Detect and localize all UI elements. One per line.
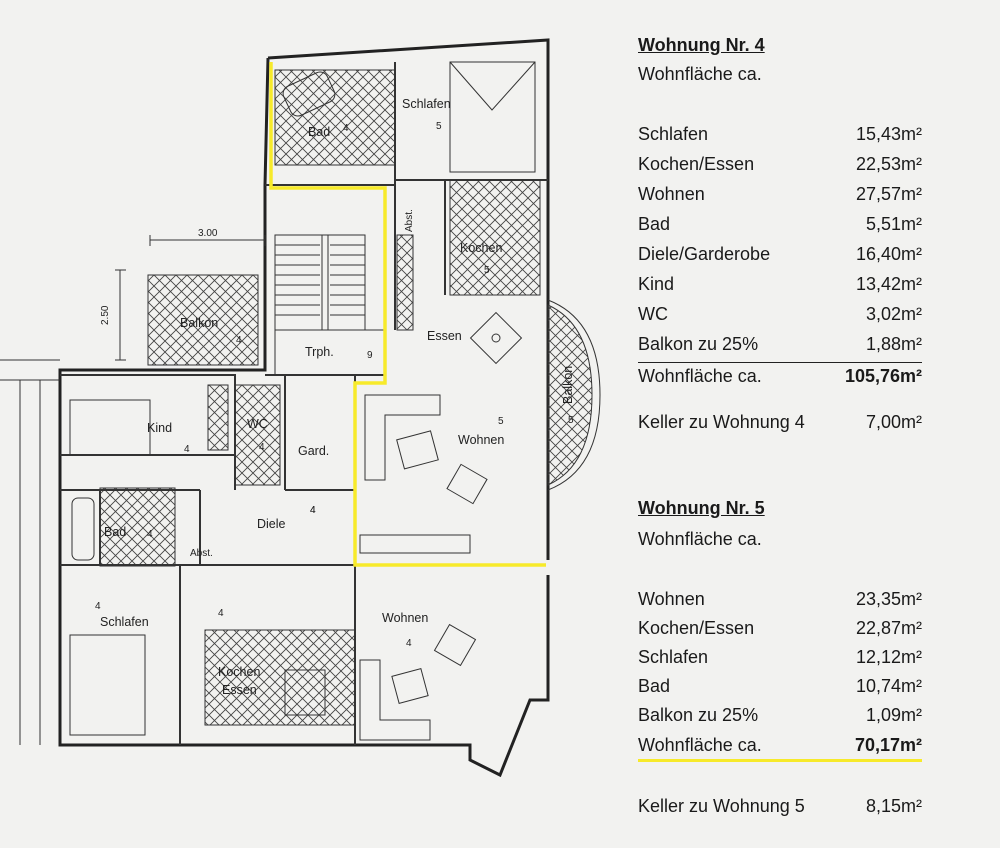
wohnen-4-furniture — [359, 394, 488, 554]
area-row: Balkon zu 25%1,09m² — [638, 705, 922, 725]
room-label-wohnen-4: Wohnen — [458, 433, 504, 447]
room-label-balkon-west: Balkon — [180, 316, 218, 330]
stair-steps — [275, 235, 365, 330]
room-num-kind: 4 — [184, 444, 190, 455]
room-num-trph: 9 — [367, 350, 373, 361]
room-num-bad-5: 4 — [147, 529, 153, 540]
essen-5-table — [284, 669, 326, 716]
staircase — [274, 234, 366, 331]
room-num-schlafen-4: 5 — [436, 121, 442, 132]
wohnung-5-subtitle: Wohnfläche ca. — [638, 529, 762, 549]
dimension-lines — [115, 235, 266, 361]
room-label-essen-4: Essen — [427, 329, 462, 343]
abst-4-tiles — [396, 234, 414, 331]
room-label-kind: Kind — [147, 421, 172, 435]
room-label-diele: Diele — [257, 517, 286, 531]
room-num-kochen-5: 4 — [218, 608, 224, 619]
room-label-trph: Trph. — [305, 345, 334, 359]
bathtubs — [71, 71, 336, 561]
area-row: Balkon zu 25%1,88m² — [638, 334, 922, 354]
room-label-balkon-ost: Balkon — [561, 366, 575, 404]
room-num-balkon-west: 4 — [236, 335, 242, 346]
area-total-row: Wohnfläche ca.70,17m² — [638, 735, 922, 755]
room-num-bad-4: 4 — [343, 123, 349, 134]
wohnung-4-subtitle: Wohnfläche ca. — [638, 64, 762, 84]
dimension-width: 3.00 — [198, 228, 218, 239]
wohnung-5-title: Wohnung Nr. 5 — [638, 498, 765, 518]
room-label-kochen-5: Kochen — [218, 665, 260, 679]
bad-5-tiles — [99, 487, 176, 567]
wohnen-5-furniture — [359, 623, 477, 741]
wohnung-5-total-highlight — [638, 759, 922, 762]
room-num-gard: 4 — [310, 505, 316, 516]
room-label-abst-4: Abst. — [404, 209, 415, 232]
essen-4-table — [469, 311, 523, 365]
kochen-5-tiles — [204, 629, 356, 726]
room-num-wohnen-4: 5 — [498, 416, 504, 427]
bad-4-tiles — [274, 69, 396, 166]
room-num-balkon-ost: 5 — [568, 415, 574, 426]
area-total-row: Wohnfläche ca.105,76m² — [638, 362, 922, 390]
room-label-gard: Gard. — [298, 444, 329, 458]
room-label-bad-4: Bad — [308, 125, 330, 139]
beds — [69, 61, 536, 736]
room-label-abst-5: Abst. — [190, 548, 213, 559]
room-num-wc: 4 — [259, 442, 265, 453]
left-neighbour-wall — [0, 359, 60, 745]
wohnung-4-title: Wohnung Nr. 4 — [638, 35, 765, 55]
room-label-essen-5: Essen — [222, 683, 257, 697]
wohnung-4-boundary — [269, 62, 546, 567]
room-label-schlafen-4: Schlafen — [402, 97, 451, 111]
room-num-wohnen-5: 4 — [406, 638, 412, 649]
floor-plan: 3.00 2.50 Bad 4 Schlafen 5 Abst. Kochen … — [0, 38, 601, 778]
room-num-schlafen-5: 4 — [95, 601, 101, 612]
room-label-kochen-4: Kochen — [460, 241, 502, 255]
room-label-bad-5: Bad — [104, 525, 126, 539]
room-num-kochen-4: 5 — [484, 265, 490, 276]
balkon-ost-outline — [547, 299, 601, 491]
room-label-schlafen-5: Schlafen — [100, 615, 149, 629]
room-num-diele: 4 — [310, 505, 316, 516]
balkon-west-tiles — [147, 274, 259, 366]
room-label-wohnen-5: Wohnen — [382, 611, 428, 625]
kochen-4-tiles — [449, 179, 541, 296]
room-label-wc: WC — [247, 417, 268, 431]
kind-shelf-tiles — [207, 384, 229, 451]
dimension-height: 2.50 — [100, 305, 111, 325]
wc-tiles — [234, 384, 281, 486]
balkon-ost-tiles — [547, 304, 593, 486]
